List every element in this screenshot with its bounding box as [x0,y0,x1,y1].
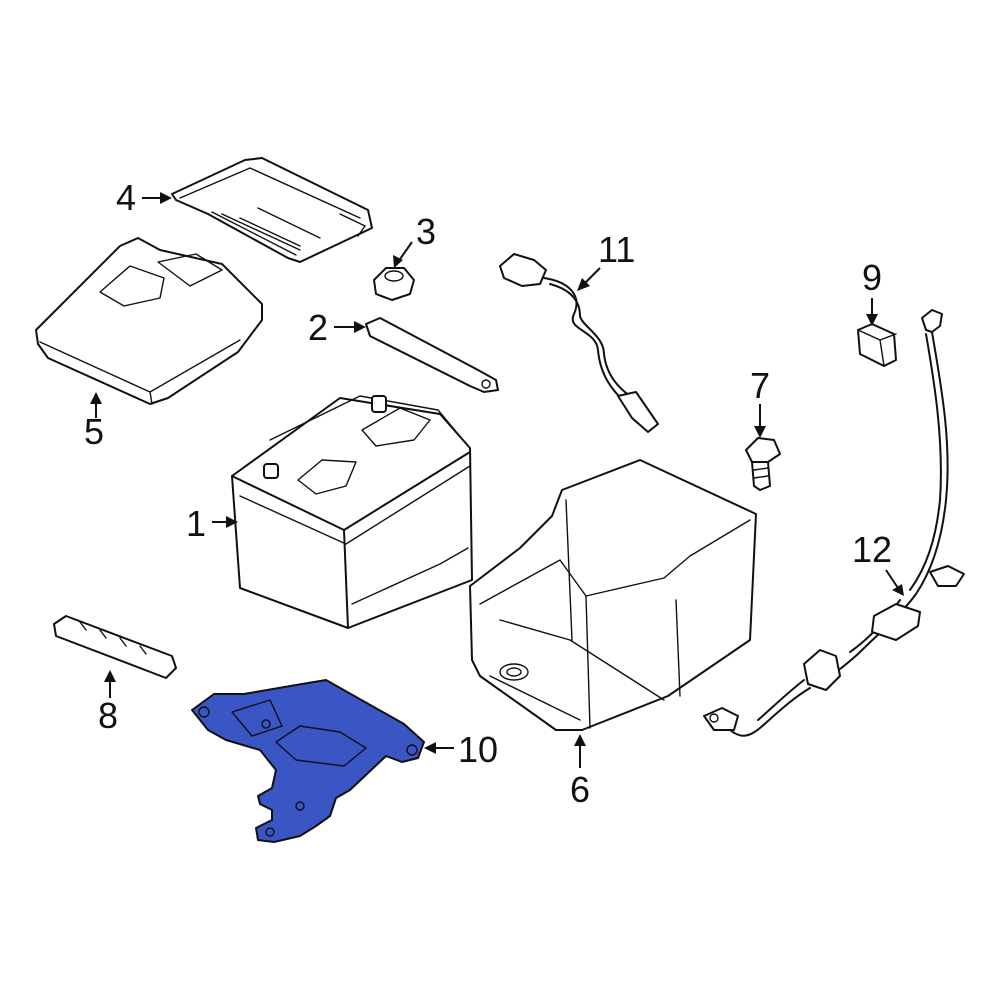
callout-8: 8 [98,670,118,736]
callout-6: 6 [570,734,590,810]
part-8-label[interactable] [53,615,177,679]
callout-10: 10 [424,729,498,770]
callout-3-number: 3 [416,211,436,252]
callout-6-number: 6 [570,769,590,810]
part-6-battery-tray[interactable] [469,459,757,731]
part-12-positive-cable[interactable] [703,309,965,737]
part-7-bolt[interactable] [745,437,781,491]
part-10-base-bracket[interactable] [191,679,425,843]
callout-1-number: 1 [186,503,206,544]
callout-10-number: 10 [458,729,498,770]
callout-5-number: 5 [84,411,104,452]
callout-9: 9 [862,257,882,326]
callout-8-number: 8 [98,695,118,736]
part-3-nut[interactable] [373,267,415,301]
callout-11: 11 [577,229,635,291]
callout-12: 12 [852,529,904,596]
part-5-battery-cover[interactable] [35,237,263,405]
callout-4: 4 [116,177,172,218]
callout-5: 5 [84,392,104,452]
part-4-cover-plate[interactable] [171,157,373,263]
callout-7-number: 7 [750,365,770,406]
part-11-negative-cable[interactable] [499,253,659,433]
callout-7: 7 [750,365,770,438]
callout-11-number: 11 [598,229,635,270]
callout-4-number: 4 [116,177,136,218]
callout-9-number: 9 [862,257,882,298]
callout-3: 3 [393,211,436,268]
part-9-terminal-cap[interactable] [857,323,897,367]
callout-12-number: 12 [852,529,892,570]
callout-2-number: 2 [308,307,328,348]
callout-2: 2 [308,307,366,348]
part-1-battery[interactable] [231,395,473,629]
part-2-hold-down-bracket[interactable] [365,317,499,393]
callout-1: 1 [186,503,238,544]
